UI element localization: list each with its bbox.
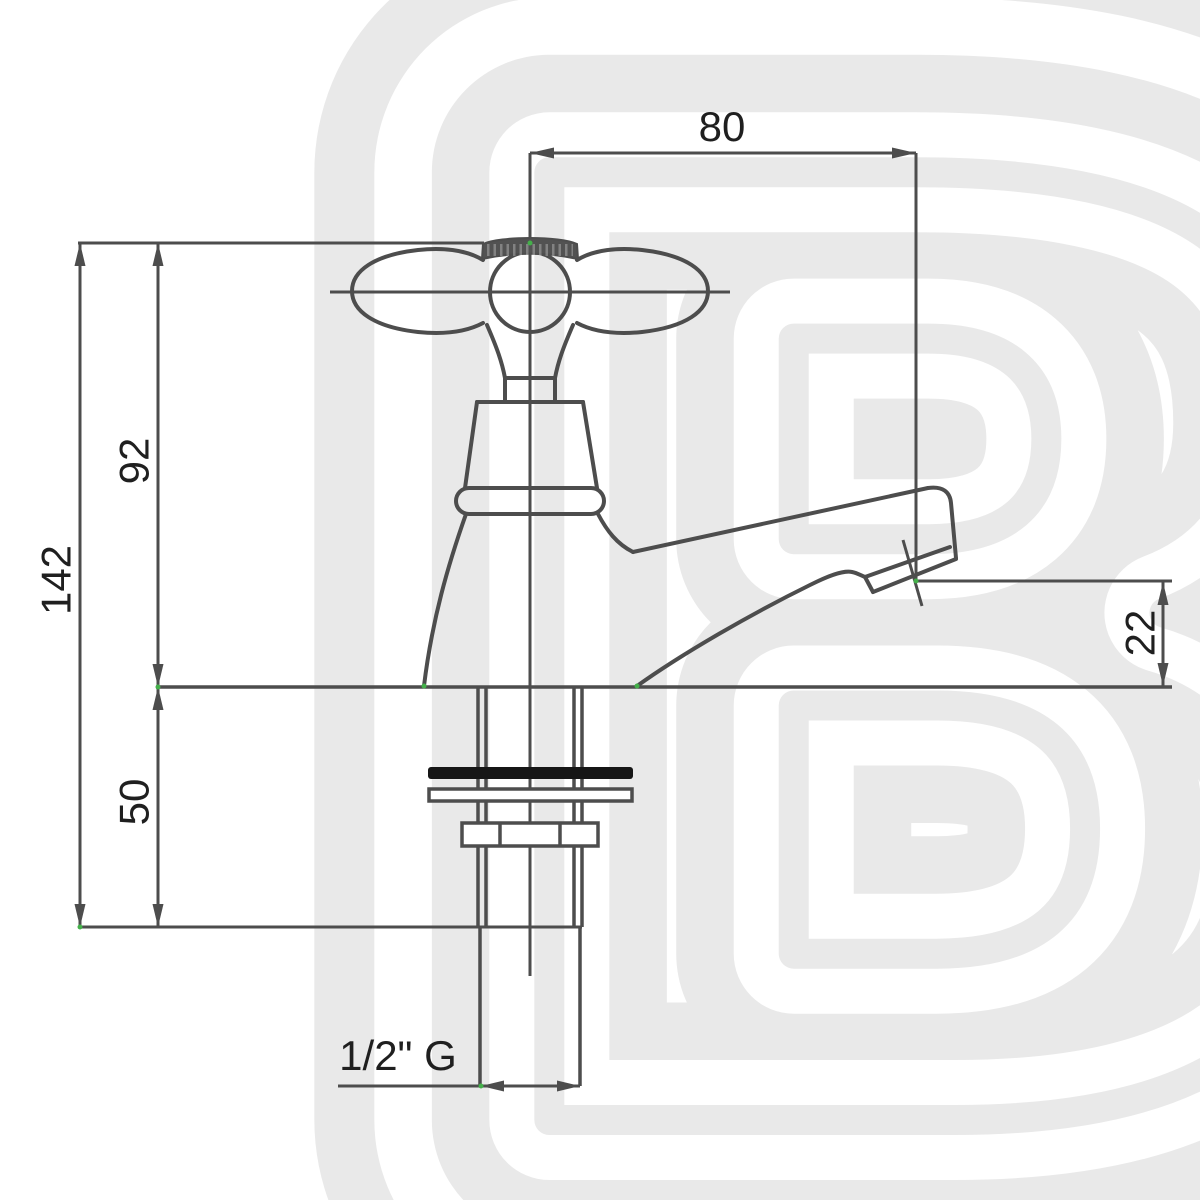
dimension-92: 92 [111,243,164,687]
watermark-logo: B B B B B [195,0,1200,1200]
snap-dot [634,683,640,689]
handle-skirt-left [485,323,507,380]
backnut-flats [498,823,562,846]
arrowhead-down-icon [74,904,86,927]
bonnet-side-left [463,400,479,490]
snap-dot [77,924,83,930]
knurled-cap-band [480,237,580,261]
rubber-washer [428,767,633,779]
arrowhead-left-icon [530,147,554,159]
snap-dot [478,1083,484,1089]
dimension-22: 22 [1117,582,1169,686]
arrowhead-up-icon [152,243,164,266]
collar-ring [454,486,606,516]
arrowhead-left-icon [481,1080,504,1092]
dim-label-overall-height: 142 [33,545,80,615]
snap-dot [155,684,161,690]
spout-outlet-slash [901,539,924,607]
body-right-shoulder [596,512,635,554]
arrowhead-right-icon [557,1080,580,1092]
dimension-50: 50 [111,687,164,927]
dim-label-below-deck-length: 50 [111,779,158,826]
faucet-outline [350,237,958,1086]
snap-point-dots [77,240,919,1089]
dim-label-height-to-outlet: 92 [111,438,158,485]
arrowhead-down-icon [152,664,164,687]
dim-label-inlet-thread: 1/2" G [339,1032,457,1079]
threaded-shank [476,687,584,1086]
dim-label-spout-projection: 80 [699,103,746,150]
spout-lip-left [863,575,875,594]
handle-skirt-right [553,323,575,380]
handle-left-lobe [350,247,485,335]
handle-right-lobe [575,247,710,335]
watermark-letter: B [430,0,1200,1200]
snap-dot [527,240,533,246]
body-left-outline [422,512,468,688]
watermark-letter: B [430,0,1200,1200]
spout-nose [926,485,958,560]
handle-knurled-cap [480,237,580,261]
flat-washer [427,787,634,803]
reference-lines [78,153,1172,929]
arrowhead-down-icon [1157,663,1169,686]
watermark-letter: B [430,0,1200,1200]
bonnet-side-right [581,400,599,490]
arrowhead-up-icon [1157,582,1169,605]
arrowhead-up-icon [152,687,164,710]
spout-top-line [631,486,930,554]
arrowhead-down-icon [152,904,164,927]
arrowhead-up-icon [74,243,86,266]
snap-dot [421,683,427,689]
dimension-142: 142 [33,243,86,927]
dimension-80: 80 [530,103,916,159]
backnut-body [460,821,600,848]
spout-underside [635,569,867,688]
backnut [460,821,600,848]
spout-lip-top [863,545,952,579]
snap-dot [913,578,919,584]
dim-label-outlet-clearance: 22 [1117,610,1164,657]
dimension-thread: 1/2" G [338,1032,580,1092]
arrowhead-right-icon [892,147,916,159]
